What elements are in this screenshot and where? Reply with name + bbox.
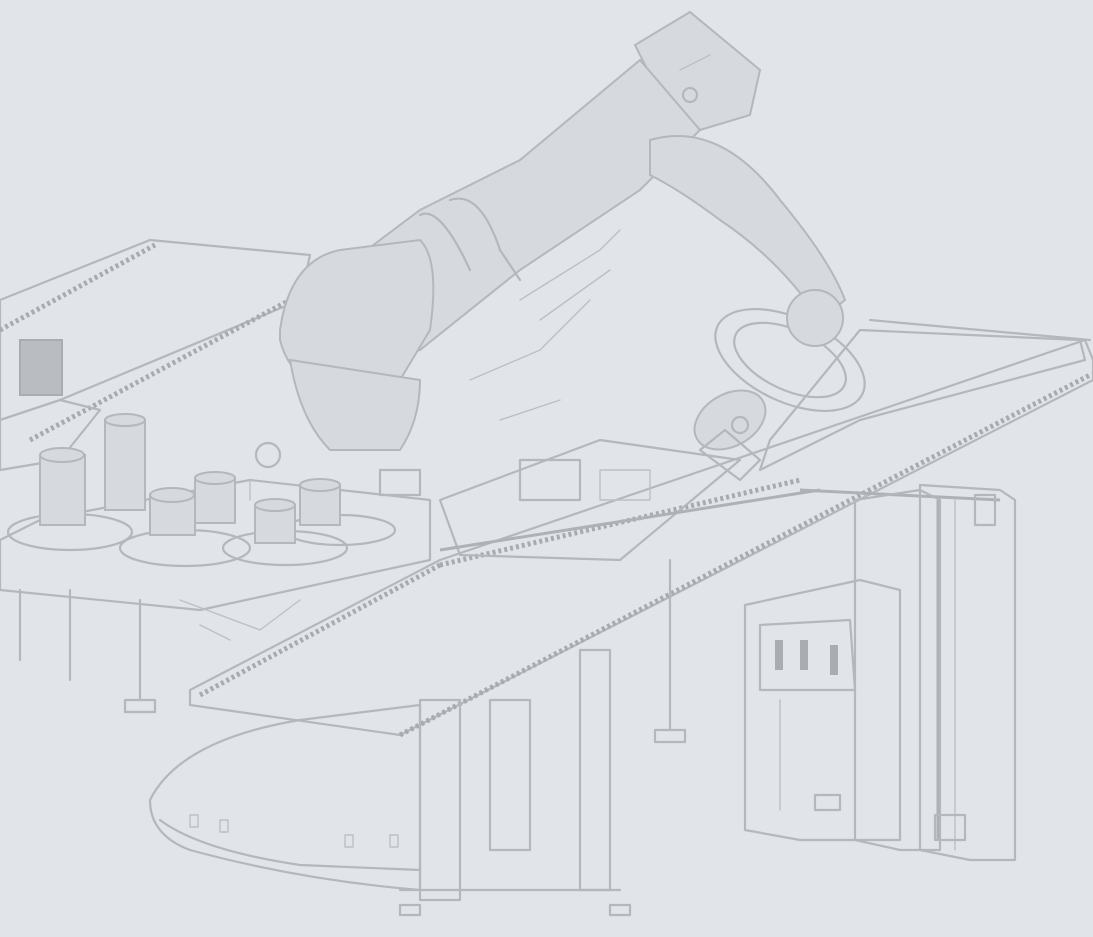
detail-lines (179, 299, 591, 641)
tool-rack (0, 413, 432, 612)
right-cabinets (743, 483, 1017, 862)
main-conveyor (188, 318, 1093, 738)
support-legs (18, 558, 687, 917)
left-conveyor (0, 238, 312, 472)
left-panel-box (19, 339, 63, 396)
circular-base (148, 703, 422, 892)
robot-arm (279, 10, 866, 482)
